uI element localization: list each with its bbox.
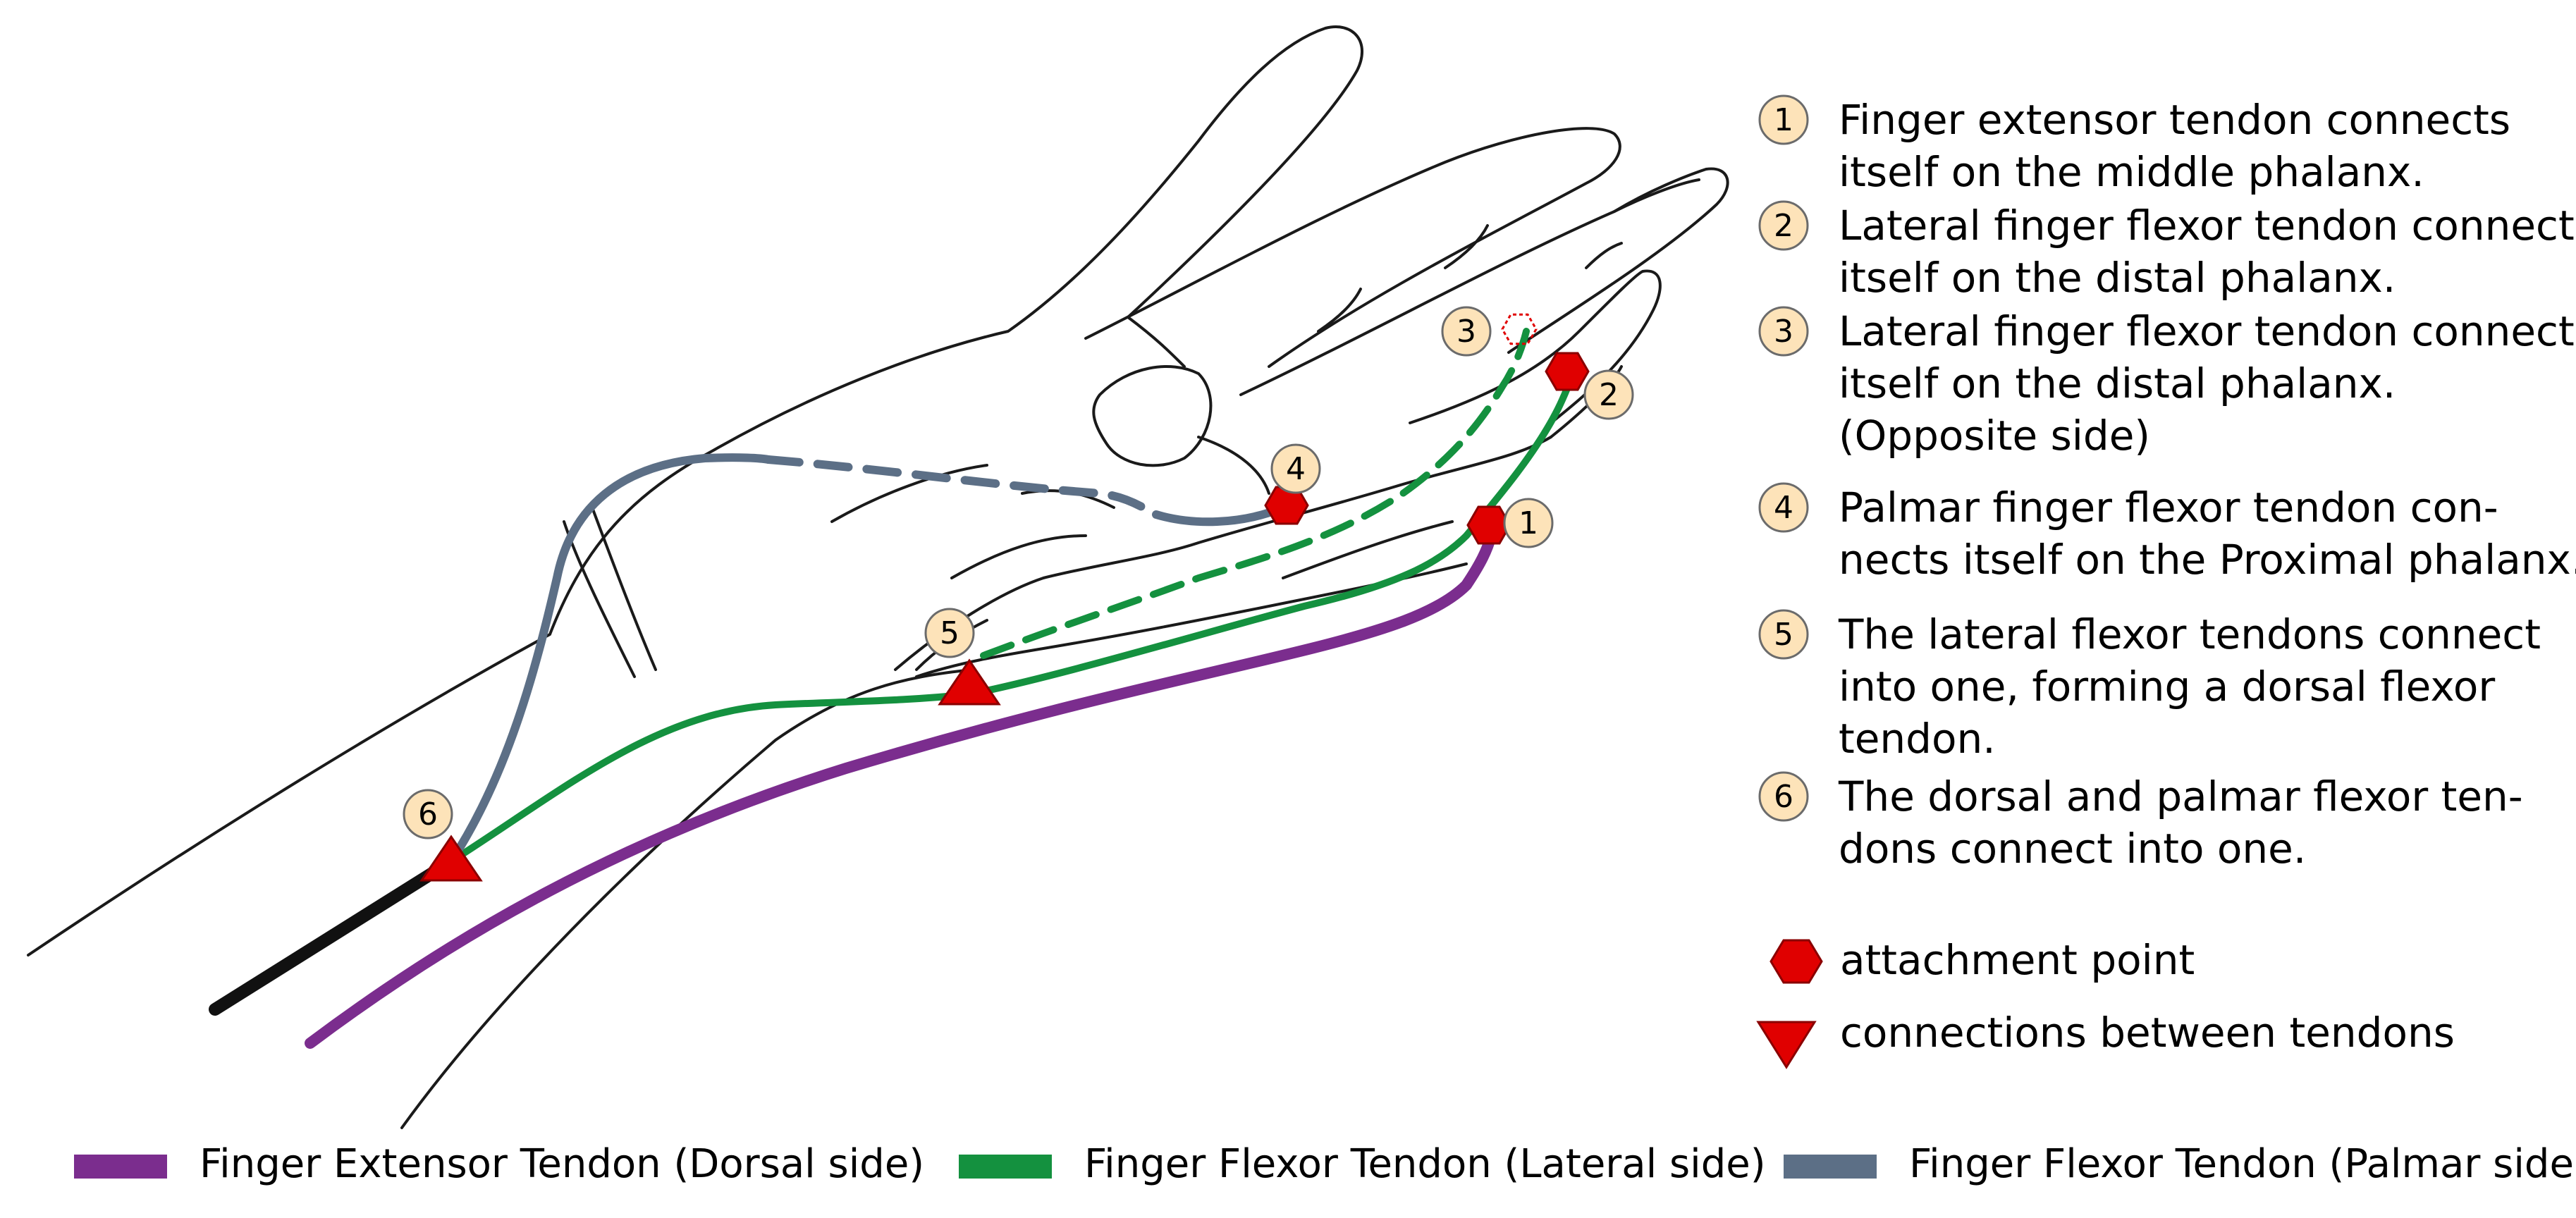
note-text-line: itself on the distal phalanx. [1839, 359, 2396, 407]
note-4: 4 Palmar finger flexor tendon con-nects i… [1758, 482, 2576, 584]
lateral-flexor-tendon-line [448, 374, 1576, 865]
marker-badge-number: 3 [1456, 314, 1476, 350]
hexagon-icon [1770, 939, 1823, 984]
hexagon-icon [1501, 313, 1538, 345]
note-badge: 4 [1758, 482, 1809, 533]
note-badge: 2 [1758, 200, 1809, 251]
marker-2: 2 [1545, 352, 1634, 420]
marker-5: 5 [924, 608, 1001, 706]
note-badge-number: 3 [1774, 314, 1793, 350]
marker-badge: 6 [403, 789, 453, 839]
marker-badge: 5 [924, 608, 975, 658]
note-badge-number: 6 [1774, 779, 1793, 815]
hexagon-icon [1466, 505, 1511, 545]
note-text-line: Finger extensor tendon connects [1839, 96, 2510, 144]
note-badge-number: 2 [1774, 208, 1793, 244]
legend-swatch [74, 1155, 167, 1179]
marker-badge-number: 2 [1599, 377, 1619, 413]
symbol-key: attachment point connections between ten… [1756, 936, 2455, 1069]
note-text-line: into one, forming a dorsal flexor [1839, 663, 2495, 710]
marker-badge: 2 [1583, 369, 1634, 420]
legend-label: Finger Flexor Tendon (Lateral side) [1084, 1141, 1766, 1187]
note-2: 2 Lateral finger flexor tendon connectsit… [1758, 200, 2576, 302]
note-3: 3 Lateral finger flexor tendon connectsit… [1758, 306, 2576, 460]
legend-item: Finger Flexor Tendon (Palmar side) [1784, 1141, 2576, 1187]
marker-1: 1 [1466, 498, 1554, 548]
legend-item: Finger Flexor Tendon (Lateral side) [959, 1141, 1766, 1187]
note-5: 5 The lateral flexor tendons connect into … [1758, 609, 2541, 763]
note-badge-number: 4 [1774, 490, 1793, 526]
palmar-flexor-tendon-dashed-line [764, 455, 1160, 519]
marker-3: 3 [1441, 306, 1538, 357]
legend-label: Finger Flexor Tendon (Palmar side) [1909, 1141, 2576, 1187]
note-text-line: Palmar finger flexor tendon con- [1839, 484, 2498, 531]
note-text-line: itself on the distal phalanx. [1839, 254, 2396, 302]
legend-swatch [1784, 1155, 1877, 1179]
marker-badge: 4 [1270, 443, 1321, 494]
note-text-line: dons connect into one. [1839, 825, 2306, 873]
marker-badge-number: 5 [940, 615, 959, 651]
symbol-key-connection-label: connections between tendons [1840, 1009, 2455, 1057]
hexagon-icon [1545, 352, 1590, 391]
marker-badge: 3 [1441, 306, 1492, 357]
marker-4: 4 [1264, 443, 1321, 525]
palmar-flexor-tendon-line [447, 453, 773, 866]
note-badge: 6 [1758, 771, 1809, 822]
common-tendon-line [209, 855, 458, 1016]
palmar-flexor-tendon-end-line [1152, 503, 1287, 527]
triangle-icon [1756, 1021, 1817, 1069]
note-text-line: The lateral flexor tendons connect [1838, 610, 2541, 658]
note-text-line: (Opposite side) [1839, 412, 2150, 460]
note-text-line: nects itself on the Proximal phalanx. [1839, 536, 2576, 584]
note-text-line: The dorsal and palmar flexor ten- [1838, 773, 2523, 820]
legend-item: Finger Extensor Tendon (Dorsal side) [74, 1141, 924, 1187]
legend-label: Finger Extensor Tendon (Dorsal side) [200, 1141, 924, 1187]
triangle-icon [419, 835, 483, 882]
marker-badge: 1 [1503, 498, 1554, 548]
legend-swatch [959, 1155, 1052, 1179]
marker-badge-number: 6 [418, 796, 438, 832]
marker-badge-number: 4 [1286, 451, 1306, 487]
note-badge: 1 [1758, 94, 1809, 145]
lateral-flexor-tendon-dashed-line [980, 328, 1530, 659]
note-text-line: Lateral finger flexor tendon connects [1839, 307, 2576, 355]
note-badge: 5 [1758, 609, 1809, 660]
symbol-key-attachment-label: attachment point [1840, 936, 2195, 984]
legend: Finger Extensor Tendon (Dorsal side) Fing… [74, 1141, 2576, 1187]
note-badge: 3 [1758, 306, 1809, 357]
marker-6: 6 [403, 789, 483, 882]
note-text-line: Lateral finger flexor tendon connects [1839, 202, 2576, 250]
note-badge-number: 5 [1774, 617, 1793, 653]
triangle-icon [938, 658, 1001, 706]
marker-badge-number: 1 [1519, 505, 1538, 541]
tendon-paths [209, 328, 1576, 1049]
extensor-tendon-line [305, 530, 1497, 1049]
note-badge-number: 1 [1774, 102, 1793, 138]
note-6: 6 The dorsal and palmar flexor ten-dons c… [1758, 771, 2523, 873]
note-text-line: tendon. [1839, 715, 1996, 763]
marker-layer: 1 2 3 4 5 6 [403, 306, 1634, 882]
note-text-line: itself on the middle phalanx. [1839, 148, 2424, 196]
